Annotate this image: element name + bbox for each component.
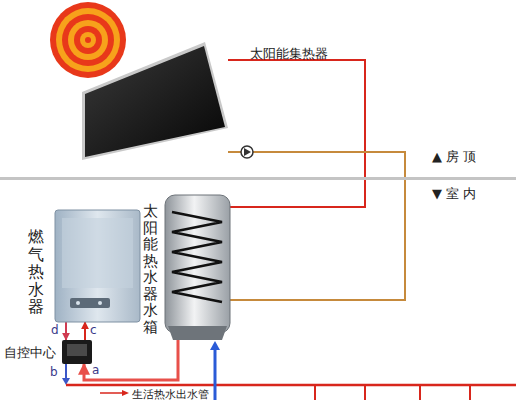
gas-heater-panel (70, 298, 110, 308)
annotation-label: 生活热水出水管 (132, 387, 209, 400)
gas-heater-knob (76, 301, 80, 305)
cold-water-arrowhead (210, 341, 220, 350)
sun-ring (85, 37, 91, 43)
hot-water-pipe (66, 384, 516, 387)
pipe-connector (84, 340, 178, 380)
component-label: 太阳能集热器 (250, 45, 328, 63)
outlet-riser (469, 385, 471, 400)
pipe-connector (65, 322, 67, 340)
gas-heater-body (55, 210, 140, 322)
annotation-label: b (50, 365, 58, 379)
tank-base (168, 326, 227, 340)
control-display (67, 344, 87, 356)
sun-ring (56, 8, 120, 72)
component-label: 太阳能热水器水箱 (143, 203, 158, 335)
flow-arrow (100, 392, 124, 394)
flow-arrowhead (122, 390, 129, 396)
component-node: 太阳能集热器 (80, 40, 228, 160)
tank-body (165, 195, 230, 333)
component-node: 自控中心 (62, 340, 92, 364)
collector-panel (85, 46, 225, 157)
component-node: 太阳能热水器水箱 (165, 195, 230, 340)
cold-water-pipe (214, 348, 217, 400)
pump-arrow (244, 148, 251, 156)
pipe-connector (228, 152, 405, 300)
component-node: 燃气热水器 (55, 210, 140, 322)
outlet-riser (419, 385, 421, 400)
pipe-label: d (51, 323, 59, 337)
roof-divider (0, 177, 516, 180)
b-pipe (65, 364, 67, 380)
gas-heater-knob (98, 301, 102, 305)
component-label: 自控中心 (4, 344, 56, 362)
pump-symbol (241, 146, 253, 158)
control-box (62, 340, 92, 364)
gas-heater-front (62, 218, 133, 288)
annotation-label: ▲ 房 顶 (432, 148, 476, 166)
component-label: 燃气热水器 (28, 228, 44, 316)
sun-ring (74, 26, 102, 54)
annotation-label: ▼ 室 内 (432, 185, 476, 203)
pipe-connector (84, 322, 86, 340)
sun-ring (68, 20, 108, 60)
tank-coil (172, 212, 222, 302)
sun-spiral (50, 2, 126, 78)
sun-ring (62, 14, 114, 66)
collector-frame (82, 42, 228, 160)
pipe-label: c (90, 323, 97, 337)
outlet-riser (364, 385, 366, 400)
sun-ring (80, 32, 96, 48)
annotation-label: a (92, 363, 99, 377)
sun-ring (50, 2, 126, 78)
pipe-connector (228, 60, 365, 207)
outlet-riser (314, 385, 316, 400)
